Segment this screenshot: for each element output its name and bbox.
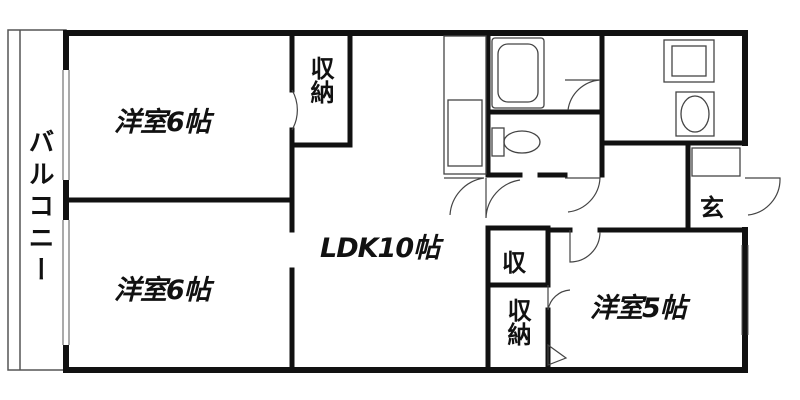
western-room-lower-label: 洋室6帖 xyxy=(114,275,211,306)
western-room-upper-label: 洋室6帖 xyxy=(114,107,211,138)
interior-walls xyxy=(63,30,748,373)
lower-closet-label: 収納 xyxy=(503,298,531,346)
entrance-label: 玄 xyxy=(700,194,724,222)
left-window-frames xyxy=(62,70,70,345)
right-window xyxy=(741,245,749,335)
fixtures xyxy=(443,35,741,177)
western-room-right-label: 洋室5帖 xyxy=(590,293,687,324)
upper-closet-label: 収納 xyxy=(306,56,334,104)
door-swings xyxy=(291,79,781,366)
balcony-label: バルコニー xyxy=(24,128,54,288)
small-closet-label: 収 xyxy=(502,249,526,277)
ldk-label: LDK10帖 xyxy=(320,233,440,264)
